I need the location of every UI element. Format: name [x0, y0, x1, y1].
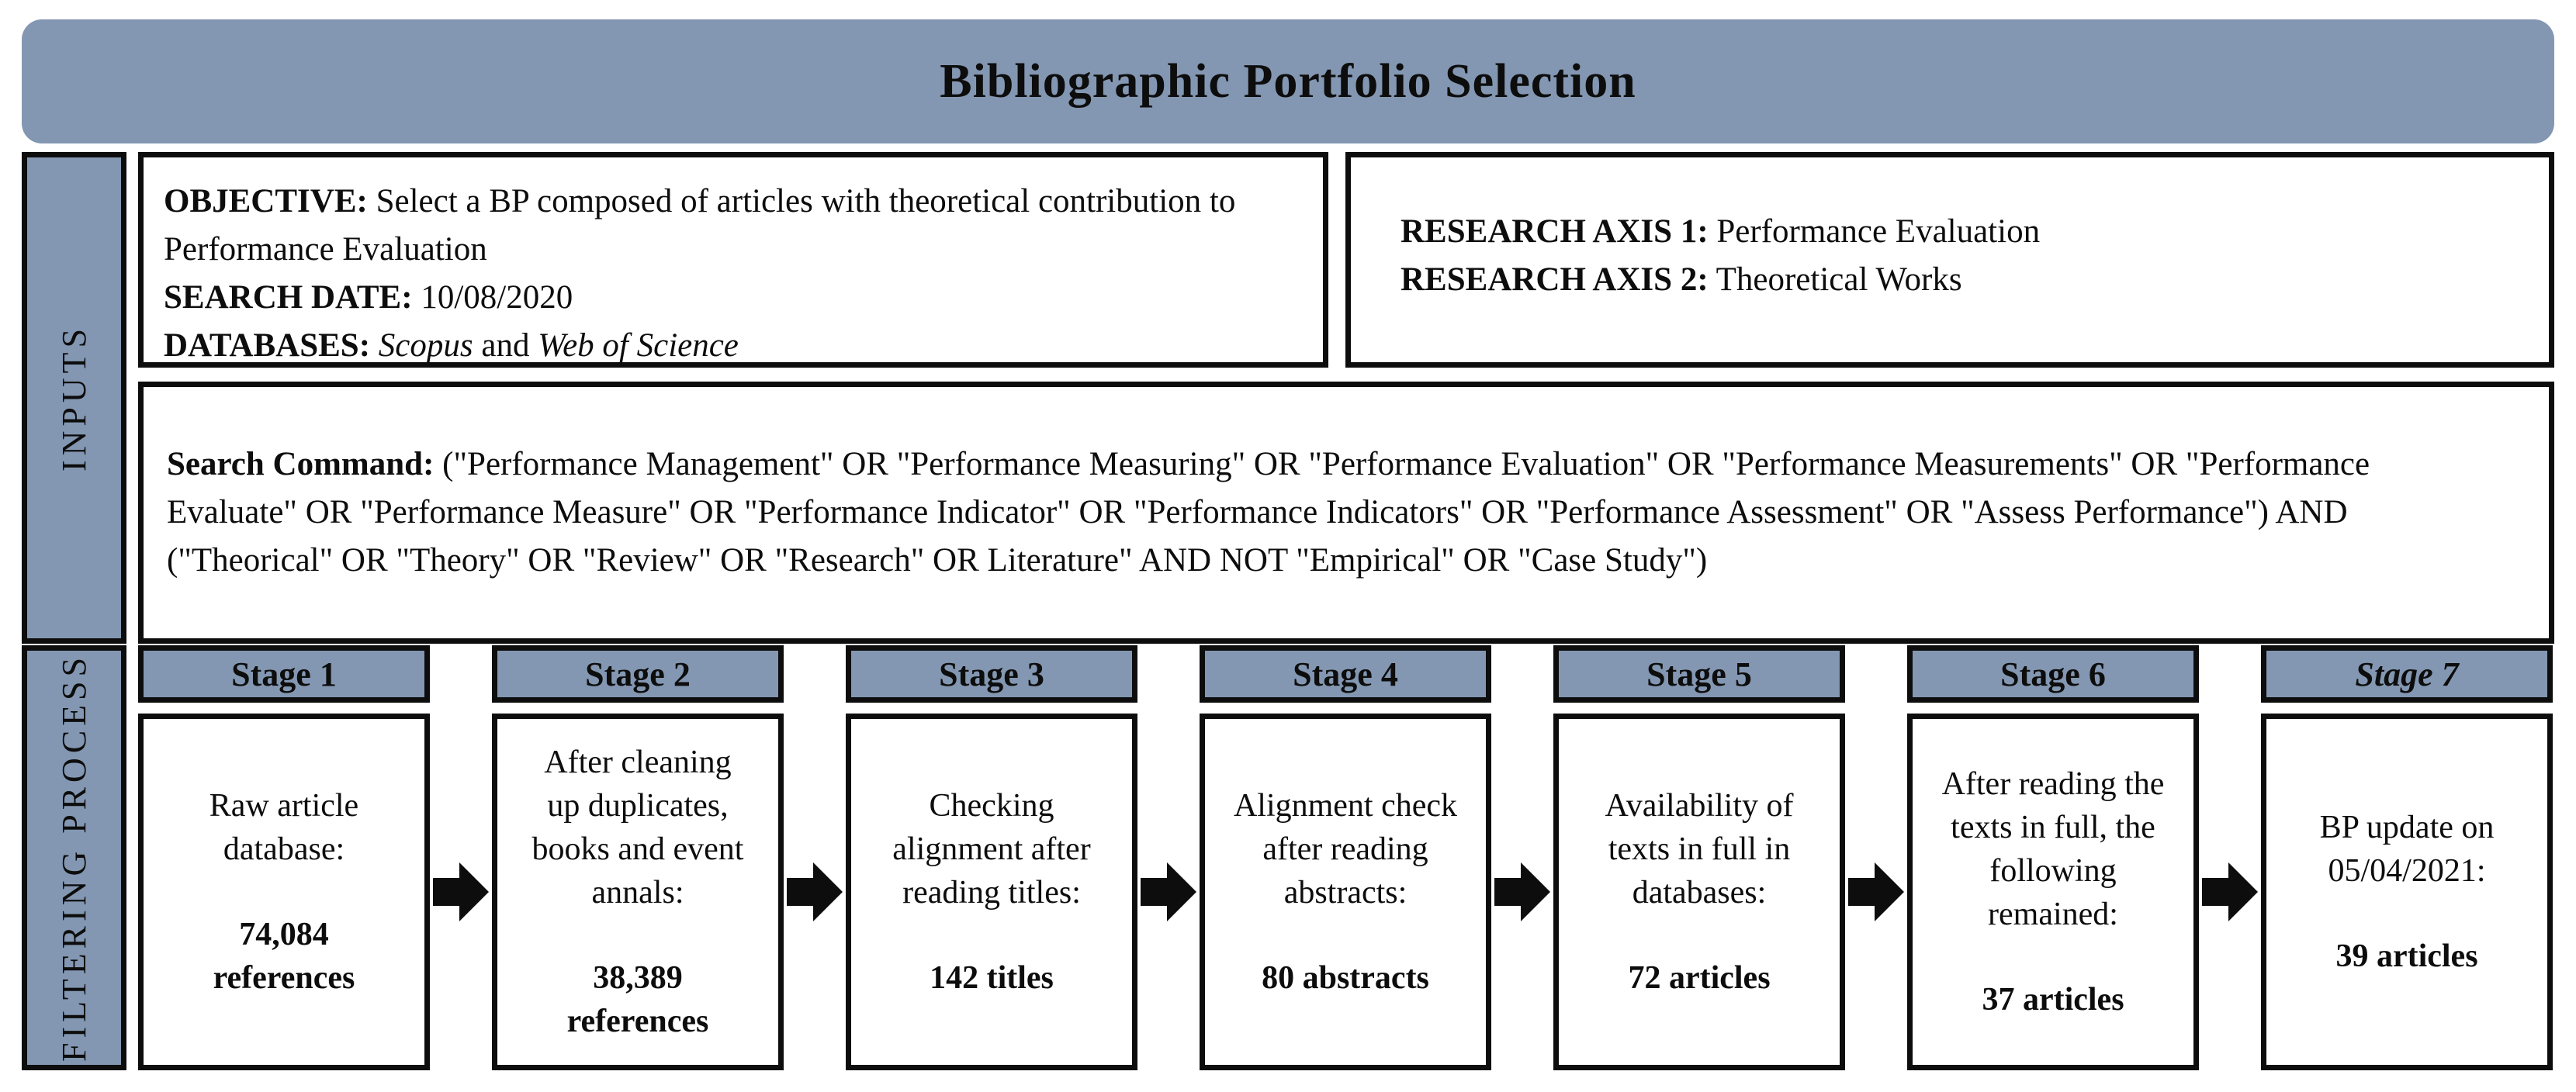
filtering-process-label: FILTERING PROCESS	[55, 653, 93, 1063]
filtering-process-section-label: FILTERING PROCESS	[22, 645, 126, 1070]
search-command-text-1: ("Performance Management" OR "Performanc…	[442, 446, 2370, 482]
stage-6-result: 37 articles	[1982, 982, 2124, 1018]
research-axis-1-label: RESEARCH AXIS 1:	[1401, 213, 1709, 250]
search-date-line: SEARCH DATE: 10/08/2020	[164, 274, 1303, 322]
research-axis-1-value: Performance Evaluation	[1716, 213, 2041, 250]
objective-label: OBJECTIVE:	[164, 183, 368, 219]
research-axis-1-line: RESEARCH AXIS 1: Performance Evaluation	[1401, 208, 2549, 256]
stage-5-description: Availability of texts in full in databas…	[1605, 788, 1794, 911]
stage-7-result: 39 articles	[2335, 938, 2478, 974]
search-date-value: 10/08/2020	[421, 279, 573, 316]
objective-box: OBJECTIVE: Select a BP composed of artic…	[138, 152, 1328, 368]
stage-5-box: Availability of texts in full in databas…	[1553, 714, 1845, 1070]
databases-line: DATABASES: Scopus and Web of Science	[164, 322, 1303, 370]
stage-6-header: Stage 6	[1907, 645, 2199, 703]
stage-2-header: Stage 2	[492, 645, 784, 703]
stage-7-box: BP update on 05/04/2021: 39 articles	[2261, 714, 2553, 1070]
stage-2-result: 38,389 references	[566, 960, 709, 1039]
research-axis-2-line: RESEARCH AXIS 2: Theoretical Works	[1401, 256, 2549, 304]
inputs-label: INPUTS	[55, 323, 93, 472]
stage-3-box: Checking alignment after reading titles:…	[846, 714, 1137, 1070]
search-command-line-2: Evaluate" OR "Performance Measure" OR "P…	[167, 494, 2348, 530]
stage-4-header: Stage 4	[1200, 645, 1491, 703]
flow-arrow-icon	[787, 862, 843, 921]
stage-7-header: Stage 7	[2261, 645, 2553, 703]
objective-text: Select a BP composed of articles with th…	[164, 183, 1236, 268]
flow-arrow-icon	[433, 862, 489, 921]
stage-4-description: Alignment check after reading abstracts:	[1233, 788, 1458, 911]
flow-arrow-icon	[1848, 862, 1904, 921]
search-date-label: SEARCH DATE:	[164, 279, 413, 316]
objective-line: OBJECTIVE: Select a BP composed of artic…	[164, 178, 1303, 274]
stage-6-description: After reading the texts in full, the fol…	[1941, 766, 2165, 932]
stage-1-box: Raw article database: 74,084 references	[138, 714, 430, 1070]
stage-1-result: 74,084 references	[213, 917, 355, 996]
search-command-line-3: ("Theorical" OR "Theory" OR "Review" OR …	[167, 542, 1708, 579]
stage-6-box: After reading the texts in full, the fol…	[1907, 714, 2199, 1070]
research-axis-2-label: RESEARCH AXIS 2:	[1401, 261, 1709, 298]
databases-conjunction: and	[481, 327, 530, 364]
research-axis-2-value: Theoretical Works	[1716, 261, 1962, 298]
stage-2-description: After cleaning up duplicates, books and …	[531, 745, 744, 911]
search-command-label: Search Command:	[167, 446, 435, 482]
stage-7-description: BP update on 05/04/2021:	[2319, 810, 2495, 889]
stage-1-description: Raw article database:	[209, 788, 359, 867]
flow-arrow-icon	[1141, 862, 1196, 921]
database-2: Web of Science	[538, 327, 739, 364]
research-axis-box: RESEARCH AXIS 1: Performance Evaluation …	[1345, 152, 2554, 368]
stage-4-box: Alignment check after reading abstracts:…	[1200, 714, 1491, 1070]
stage-3-description: Checking alignment after reading titles:	[892, 788, 1091, 911]
flow-arrow-icon	[2202, 862, 2258, 921]
stage-4-result: 80 abstracts	[1262, 960, 1429, 996]
stage-3-result: 142 titles	[930, 960, 1054, 996]
search-command-line-1: Search Command: ("Performance Management…	[167, 441, 2526, 489]
stage-1-header: Stage 1	[138, 645, 430, 703]
inputs-section-label: INPUTS	[22, 152, 126, 644]
databases-label: DATABASES:	[164, 327, 371, 364]
stage-3-header: Stage 3	[846, 645, 1137, 703]
title-bar: Bibliographic Portfolio Selection	[22, 19, 2554, 143]
database-1: Scopus	[378, 327, 473, 364]
search-command-box: Search Command: ("Performance Management…	[138, 382, 2554, 644]
flow-arrow-icon	[1494, 862, 1550, 921]
page-title: Bibliographic Portfolio Selection	[940, 54, 1636, 108]
stage-2-box: After cleaning up duplicates, books and …	[492, 714, 784, 1070]
stage-5-header: Stage 5	[1553, 645, 1845, 703]
stage-5-result: 72 articles	[1628, 960, 1771, 996]
